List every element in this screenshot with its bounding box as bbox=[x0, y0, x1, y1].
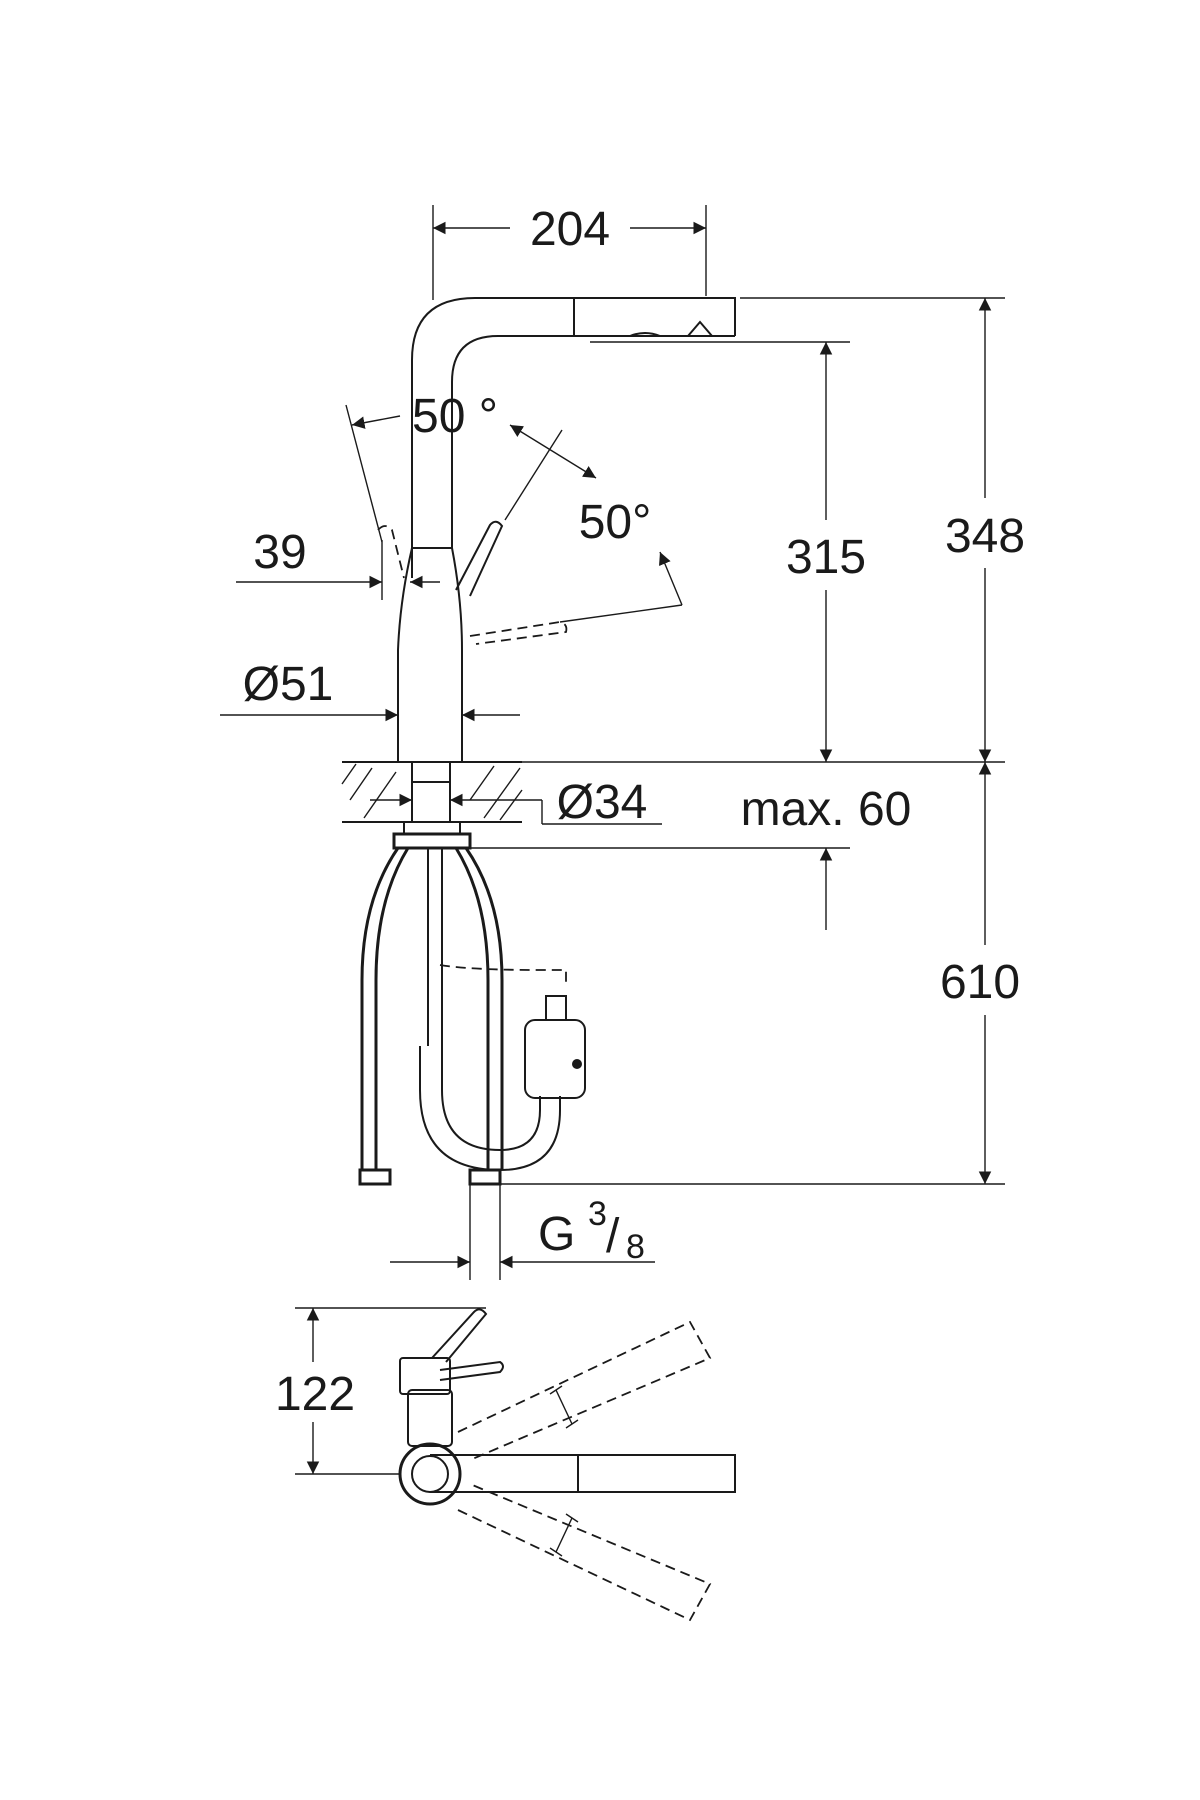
top-body-ring bbox=[398, 1442, 462, 1506]
dim-connection-den: 8 bbox=[626, 1228, 645, 1266]
dim-total-height: 348 bbox=[945, 510, 1025, 563]
hose-right bbox=[454, 847, 490, 1170]
supply-hoses bbox=[358, 847, 586, 1186]
dim-connection-sep: / bbox=[606, 1210, 620, 1263]
shank bbox=[411, 761, 451, 823]
counter-section bbox=[341, 761, 523, 823]
faucet-side-view bbox=[377, 297, 736, 850]
lever-ghost-left bbox=[377, 525, 405, 579]
faucet-top-view bbox=[398, 1308, 736, 1622]
dim-angle-left: 50 ° bbox=[412, 390, 498, 443]
dim-hose-length: 610 bbox=[940, 956, 1020, 1009]
top-body bbox=[407, 1389, 453, 1447]
nozzle-cone bbox=[687, 320, 713, 337]
swivel-ghost-down bbox=[457, 1483, 712, 1622]
lever-handle bbox=[455, 520, 504, 597]
faucet-body bbox=[397, 547, 463, 763]
dim-spout-reach: 204 bbox=[530, 203, 610, 256]
dim-lever-offset: 39 bbox=[253, 526, 306, 579]
mounting-nut bbox=[392, 832, 472, 850]
dimensions: 204 50 ° 50° 39 Ø51 Ø34 315 bbox=[220, 203, 1040, 1280]
lever-ghost-right bbox=[469, 621, 568, 645]
dim-122: 122 bbox=[262, 1307, 486, 1475]
dim-connection-num: 3 bbox=[588, 1195, 607, 1233]
top-lever bbox=[439, 1360, 504, 1381]
dim-connection-thread: G bbox=[538, 1208, 575, 1261]
hose-left bbox=[374, 847, 410, 1170]
dim-angle-right: 50° bbox=[579, 496, 652, 549]
swivel-ghost-up bbox=[457, 1320, 712, 1461]
dim-top-view-depth: 122 bbox=[275, 1368, 355, 1421]
inlet-fitting-right bbox=[468, 1168, 502, 1186]
spout-inner bbox=[451, 335, 735, 548]
spout-outer bbox=[411, 297, 736, 578]
top-spout bbox=[430, 1454, 736, 1493]
inlet-fitting-left bbox=[358, 1168, 392, 1186]
dim-shank-diameter: Ø34 bbox=[557, 776, 648, 829]
nozzle-detail bbox=[629, 332, 661, 337]
hose-weight bbox=[524, 1019, 586, 1099]
dim-body-diameter: Ø51 bbox=[243, 658, 334, 711]
top-lever-raised bbox=[431, 1308, 488, 1363]
dim-max-counter: max. 60 bbox=[741, 783, 912, 836]
dim-spout-height: 315 bbox=[786, 531, 866, 584]
sensor-cable bbox=[439, 964, 567, 985]
